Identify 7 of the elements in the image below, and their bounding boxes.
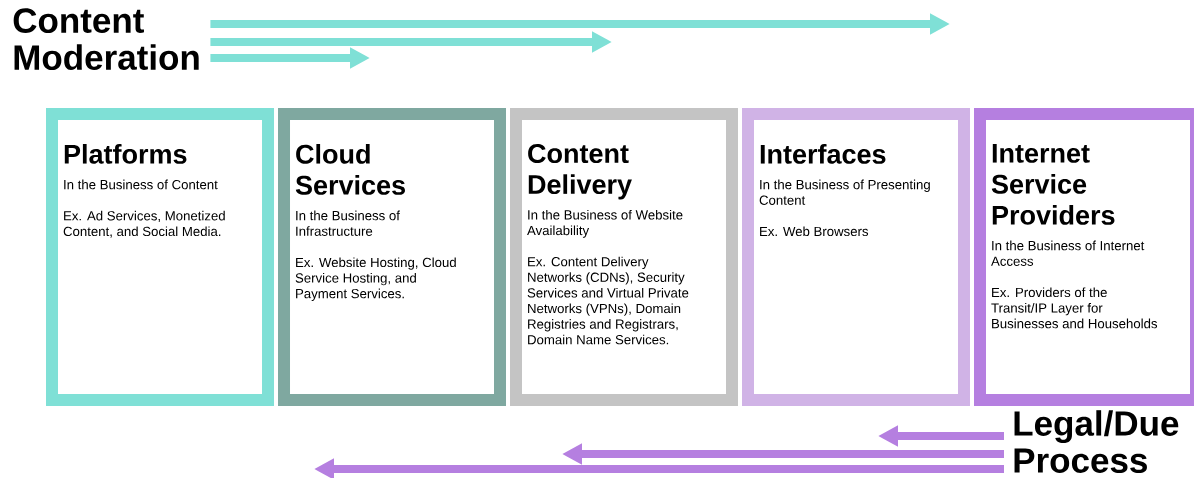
category-box: Content Delivery In the Business of Website Availability Ex. Content Delivery Networks (CDNs), Security Services and Virtual Private Networks (VPNs), Domain Registries and Registrars, Domain Name Services. [510, 108, 738, 406]
heading: Legal/Due Process [1014, 410, 1179, 473]
category-box: Internet Service Providers In the Business of Internet Access Ex. Providers of the Transit/IP Layer for Businesses and Households [974, 108, 1194, 406]
category-box: Cloud Services In the Business of Infrastructure Ex. Website Hosting, Cloud Service Hosting, and Payment Services. [278, 108, 506, 406]
heading: Content Moderation [13, 8, 199, 70]
category-box: Interfaces In the Business of Presenting Content Ex. Web Browsers [742, 108, 970, 406]
category-box: Platforms In the Business of Content Ex. Ad Services, Monetized Content, and Social Media. [46, 108, 274, 406]
